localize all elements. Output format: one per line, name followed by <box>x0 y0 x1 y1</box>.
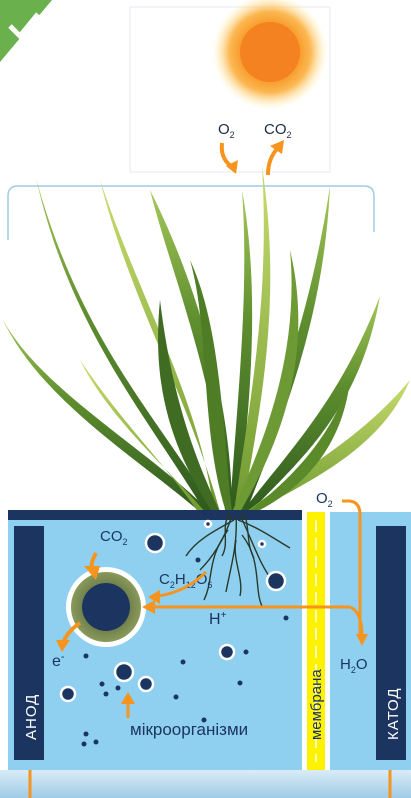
microbe <box>205 521 211 527</box>
microbe <box>146 534 164 552</box>
anode-label: АНОД <box>23 694 40 740</box>
microbe <box>181 660 186 665</box>
microbe <box>61 687 75 701</box>
corner-badge <box>0 0 52 62</box>
microbe <box>115 663 133 681</box>
microbe <box>220 645 234 659</box>
microbe <box>267 572 285 590</box>
microbe <box>244 650 249 655</box>
microbe <box>196 558 201 563</box>
plant-leaves <box>2 166 410 512</box>
membrane-label: мембрана <box>308 669 325 740</box>
microbe <box>104 692 109 697</box>
microbe <box>139 677 153 691</box>
microbe <box>238 681 243 686</box>
electrogenic-biofilm <box>66 567 146 647</box>
microorganisms-label: мікроорганізми <box>130 720 248 739</box>
microbe <box>82 742 87 747</box>
microbe <box>116 686 121 691</box>
plant-bracket <box>8 186 374 240</box>
cathode-label: КАТОД <box>385 687 402 740</box>
microbe <box>94 740 99 745</box>
microbe <box>100 682 105 687</box>
microbe <box>174 695 179 700</box>
microbe <box>284 616 289 621</box>
microbe <box>84 732 89 737</box>
cathode-o2-label: O2 <box>316 490 333 509</box>
soil-surface <box>8 510 302 520</box>
microbe <box>84 654 89 659</box>
microbe <box>259 541 265 547</box>
